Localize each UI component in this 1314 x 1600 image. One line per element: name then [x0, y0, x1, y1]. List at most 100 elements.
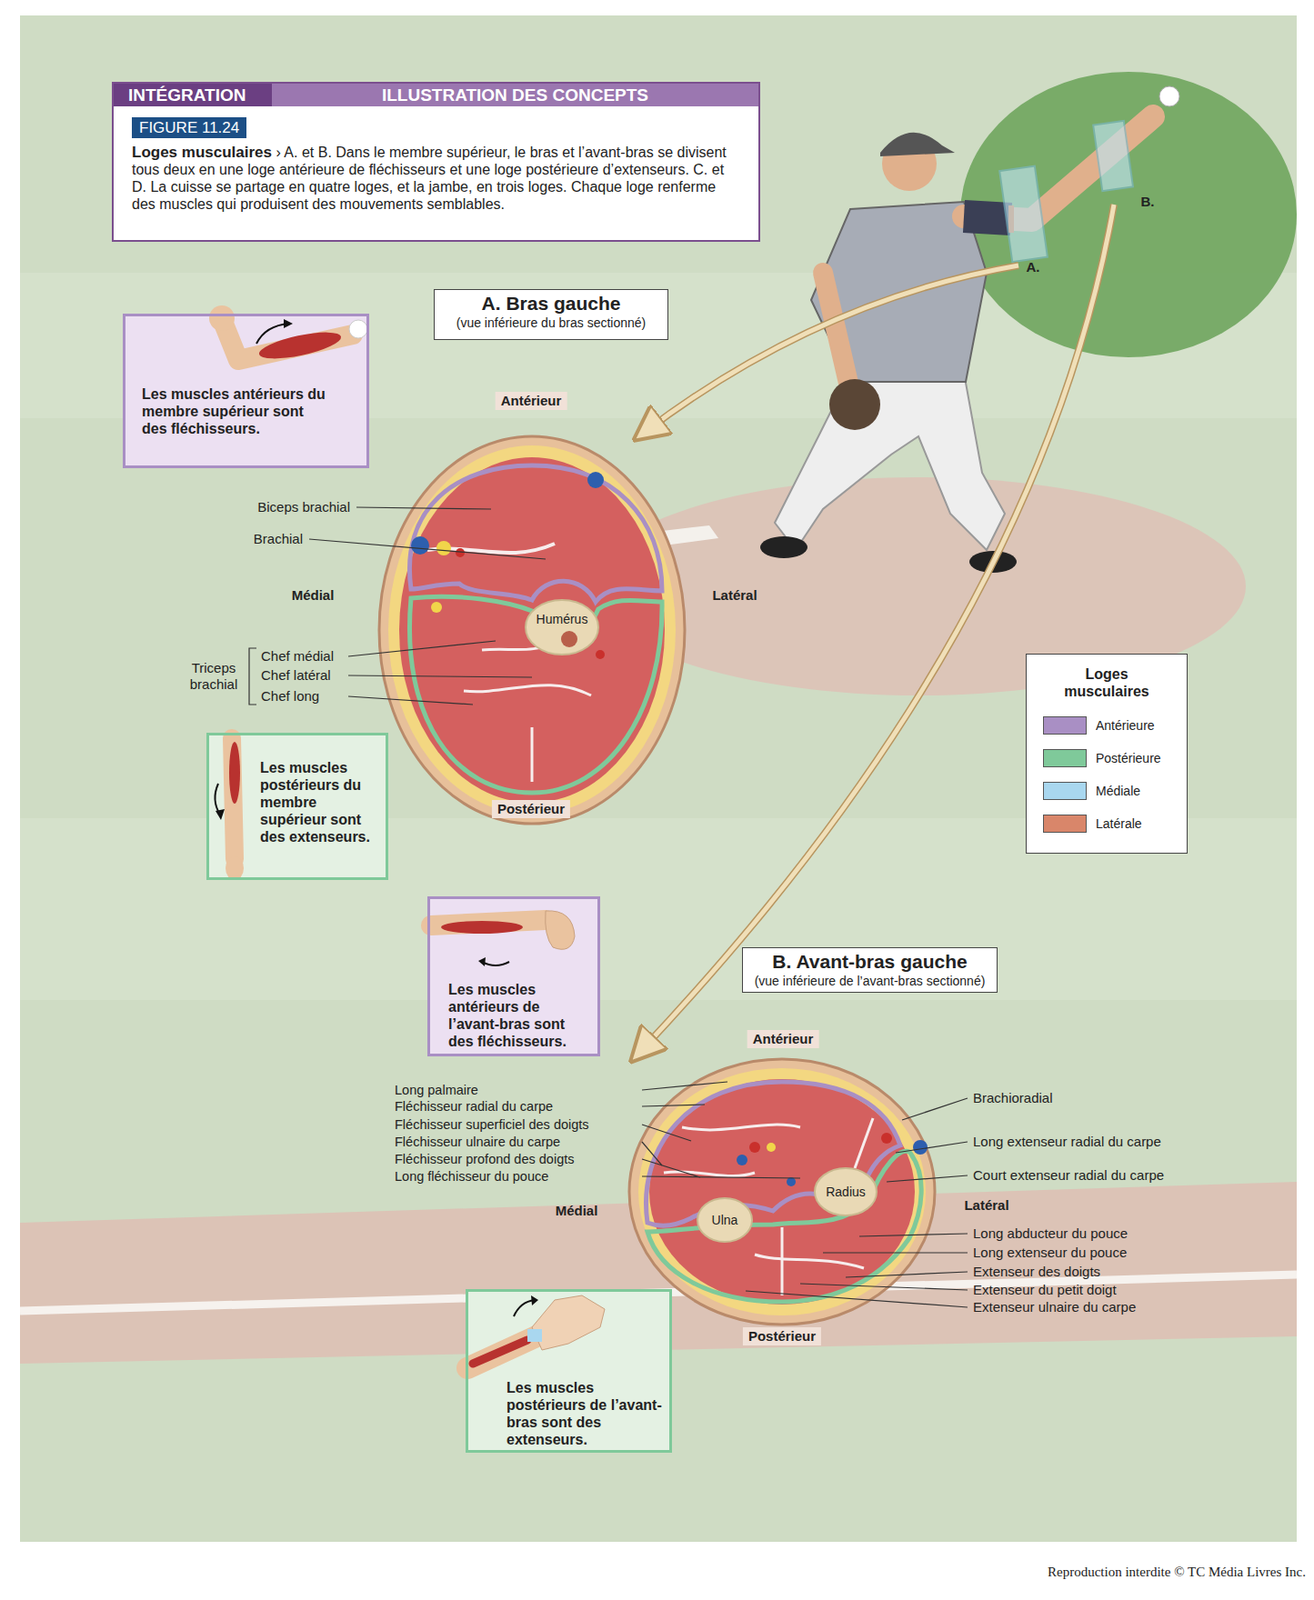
legend-text: Postérieure [1095, 751, 1162, 766]
section-plane [1093, 120, 1134, 191]
legend-text: Latérale [1095, 816, 1143, 832]
legend-row: Antérieure [1043, 709, 1187, 743]
muscle-label: Brachioradial [972, 1090, 1054, 1107]
extensor-muscle [472, 1340, 528, 1365]
section-subtitle: (vue inférieure de l’avant-bras sectionn… [742, 973, 997, 990]
pitcher-figure [760, 86, 1180, 573]
figure-number: FIGURE 11.24 [131, 117, 247, 139]
title-fill [742, 947, 998, 994]
muscle-label: Fléchisseur radial du carpe [394, 1098, 553, 1115]
septum [781, 1227, 784, 1296]
motion-arrow [481, 962, 510, 966]
header-fill [111, 81, 761, 242]
arm-highlight [960, 71, 1297, 358]
baseball [1159, 86, 1180, 107]
header-title: ILLUSTRATION DES CONCEPTS [271, 83, 759, 107]
section-plane [999, 166, 1048, 262]
leader-line [348, 675, 532, 678]
flexed-wrist-picture [431, 911, 575, 967]
vein [411, 536, 430, 555]
flexor-note-box: Les muscles antérieurs de l’avant-bras s… [427, 896, 601, 1057]
leader-line [348, 641, 496, 657]
pointer-arrow-outline [639, 204, 1114, 1054]
leader-line [641, 1124, 692, 1142]
pointer-arrow [643, 265, 1019, 433]
muscle [399, 457, 665, 803]
fat-layer [638, 1068, 926, 1316]
skin [379, 436, 685, 824]
bone-label: Ulna [712, 1212, 739, 1229]
muscle-label: Long extenseur du pouce [972, 1244, 1127, 1262]
legend-swatch [1043, 782, 1087, 801]
leader-line [886, 1175, 968, 1183]
flexor-muscle [441, 921, 523, 934]
section-title: A. Bras gauche [434, 291, 668, 316]
leader-line [822, 1252, 968, 1254]
legend-title: Loges musculaires [1052, 665, 1162, 701]
caption: Loges musculaires › A. et B. Dans le mem… [131, 143, 743, 213]
muscle-label: Long extenseur radial du carpe [972, 1133, 1162, 1151]
muscle-group-label: Triceps brachial [183, 660, 244, 693]
direction-label: Postérieur [491, 800, 571, 819]
retinaculum [527, 1329, 542, 1343]
header-bar: INTÉGRATIONILLUSTRATION DES CONCEPTS [113, 83, 759, 107]
arm-cross-section [379, 436, 685, 824]
artery [455, 548, 465, 558]
extensor-note-box: Les muscles postérieurs du membre supéri… [206, 732, 389, 881]
pants [774, 372, 1005, 551]
leader-line [641, 1104, 705, 1107]
vein [587, 471, 604, 489]
nerve [766, 1143, 776, 1153]
leader-line [745, 1291, 968, 1308]
leader-line [356, 507, 492, 510]
skin [629, 1059, 935, 1325]
septum [754, 1254, 864, 1269]
leader-line [348, 696, 473, 705]
field [20, 15, 1297, 1543]
note-fill [465, 1289, 673, 1454]
muscle-label: Extenseur ulnaire du carpe [972, 1299, 1136, 1316]
direction-label: Latéral [963, 1197, 1009, 1214]
forearm-cross-section [629, 1059, 935, 1325]
nerve [436, 541, 452, 556]
fist [209, 305, 235, 332]
radius-bone [814, 1168, 877, 1216]
motion-arrowhead [215, 809, 225, 821]
muscle-label: Fléchisseur profond des doigts [394, 1151, 574, 1168]
motion-arrow [513, 1300, 535, 1317]
bone-label: Radius [825, 1183, 866, 1201]
vein [736, 1154, 748, 1166]
legend-row: Médiale [1043, 774, 1187, 808]
grass [20, 15, 1297, 1543]
vein [912, 1140, 928, 1155]
direction-label: Médial [291, 587, 335, 604]
leader-line [641, 1176, 801, 1179]
note-fill [122, 313, 370, 469]
flexor-note-box: Les muscles antérieurs du membre supérie… [122, 313, 370, 469]
section-title: B. Avant-bras gauche [742, 950, 997, 974]
muscle-label: Chef latéral [260, 667, 332, 684]
note-text: Les muscles antérieurs de l’avant-bras s… [448, 981, 591, 1051]
biceps-muscle [257, 327, 344, 365]
hand [225, 856, 244, 881]
muscle-label: Long fléchisseur du pouce [394, 1168, 549, 1185]
muscle-label: Extenseur des doigts [972, 1263, 1101, 1281]
plane-letter: A. [1026, 259, 1041, 276]
section-title-box: A. Bras gauche(vue inférieure du bras se… [433, 289, 669, 341]
leader-line [902, 1098, 968, 1121]
legend-swatch [1043, 814, 1087, 833]
muscle-label: Fléchisseur ulnaire du carpe [394, 1133, 561, 1151]
bone-label: Humérus [536, 611, 589, 628]
legend-row: Latérale [1043, 807, 1187, 841]
fist [545, 911, 575, 950]
direction-label: Antérieur [495, 391, 568, 411]
direction-label: Médial [555, 1203, 599, 1220]
motion-arrowhead [478, 957, 486, 967]
septum [463, 685, 592, 696]
pointer-arrow-outline [643, 265, 1019, 433]
legend-text: Antérieure [1095, 718, 1155, 733]
extended-wrist-picture [467, 1295, 605, 1369]
leader-line [895, 1142, 968, 1154]
muscle-label: Extenseur du petit doigt [972, 1282, 1117, 1299]
